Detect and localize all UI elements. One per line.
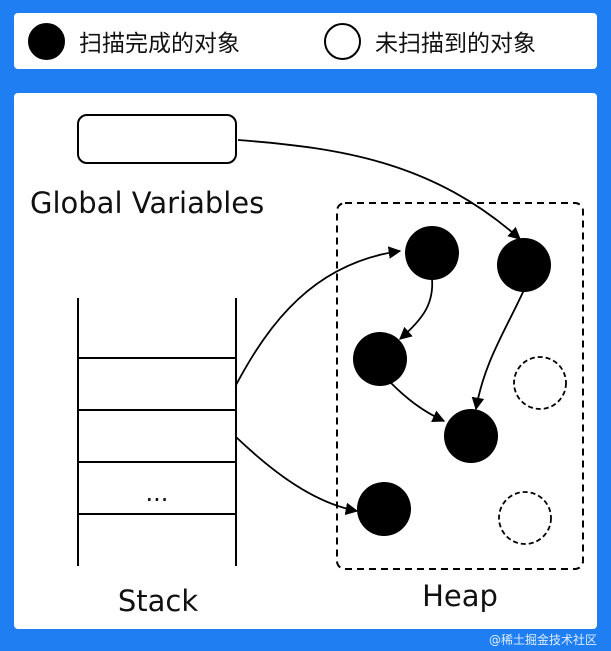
unscanned-object-icon — [324, 22, 361, 60]
legend: 扫描完成的对象 未扫描到的对象 — [14, 13, 597, 69]
reference-arrow-stack-to-object — [235, 246, 402, 386]
scanned-object — [405, 226, 459, 280]
legend-item-unscanned: 未扫描到的对象 — [324, 13, 536, 69]
legend-scanned-label: 扫描完成的对象 — [79, 31, 240, 57]
scanned-object — [497, 238, 551, 292]
watermark: @稀土掘金技术社区 — [488, 633, 597, 647]
unscanned-object — [498, 491, 552, 545]
heap-region — [336, 202, 584, 570]
scanned-object — [353, 332, 407, 386]
reference-arrow-global-to-object — [237, 139, 521, 240]
stack-ellipsis: ... — [146, 479, 169, 507]
global-variables-label: Global Variables — [30, 186, 264, 220]
scanned-object-icon — [28, 22, 65, 60]
reference-arrow-object-to-object — [471, 289, 525, 411]
stack-label: Stack — [118, 584, 198, 618]
unscanned-object — [513, 356, 567, 410]
legend-item-scanned: 扫描完成的对象 — [28, 13, 240, 69]
global-variables-box — [77, 114, 237, 164]
reference-arrow-object-to-object — [390, 382, 446, 423]
heap-label: Heap — [422, 579, 498, 613]
reference-arrow-object-to-object — [399, 277, 434, 340]
reference-arrow-stack-to-object — [235, 436, 359, 516]
stack — [77, 298, 237, 566]
legend-unscanned-label: 未扫描到的对象 — [375, 31, 536, 57]
scanned-object — [357, 482, 411, 536]
gc-diagram: Global Variables ... Stack Heap — [30, 114, 584, 618]
diagram-panel: Global Variables ... Stack Heap — [14, 93, 597, 629]
scanned-object — [444, 409, 498, 463]
